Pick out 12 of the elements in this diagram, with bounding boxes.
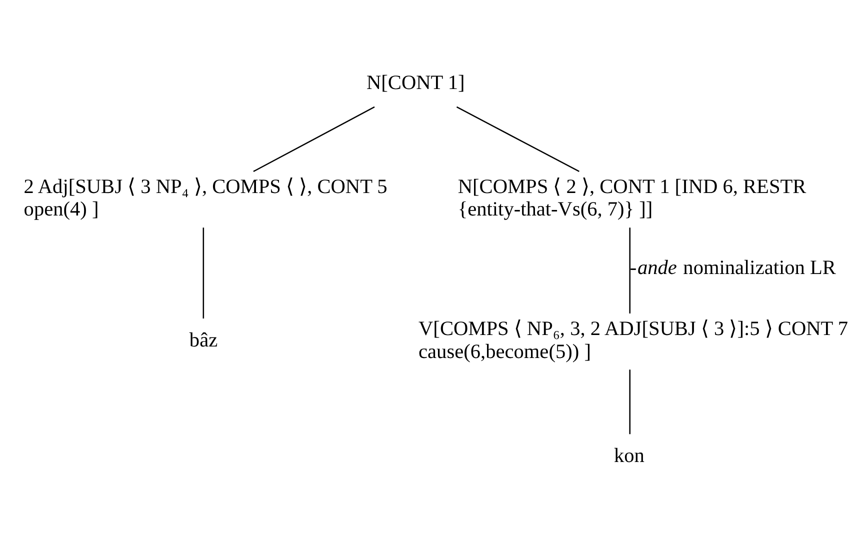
node-text: V[COMPS ⟨ NP₆, 3, 2 ADJ[SUBJ ⟨ 3 ⟩]:5 ⟩ CONT 7 cause(6,become(5)) ] (418, 317, 848, 362)
connector (456, 106, 580, 172)
connector (202, 227, 204, 318)
connector (629, 227, 630, 313)
connector (253, 106, 375, 172)
node-text: bâz (189, 328, 218, 351)
node-text: N[CONT 1] (366, 71, 465, 94)
edge-label: -ande nominalization LR (630, 256, 836, 279)
node-text: 2 Adj[SUBJ ⟨ 3 NP₄ ⟩, COMPS ⟨ ⟩, CONT 5 open(4) ] (24, 175, 388, 220)
connector (629, 369, 630, 434)
node-text: kon (614, 444, 644, 466)
node-text: N[COMPS ⟨ 2 ⟩, CONT 1 [IND 6, RESTR {entity-that-Vs(6, 7)} ]] (458, 175, 806, 220)
